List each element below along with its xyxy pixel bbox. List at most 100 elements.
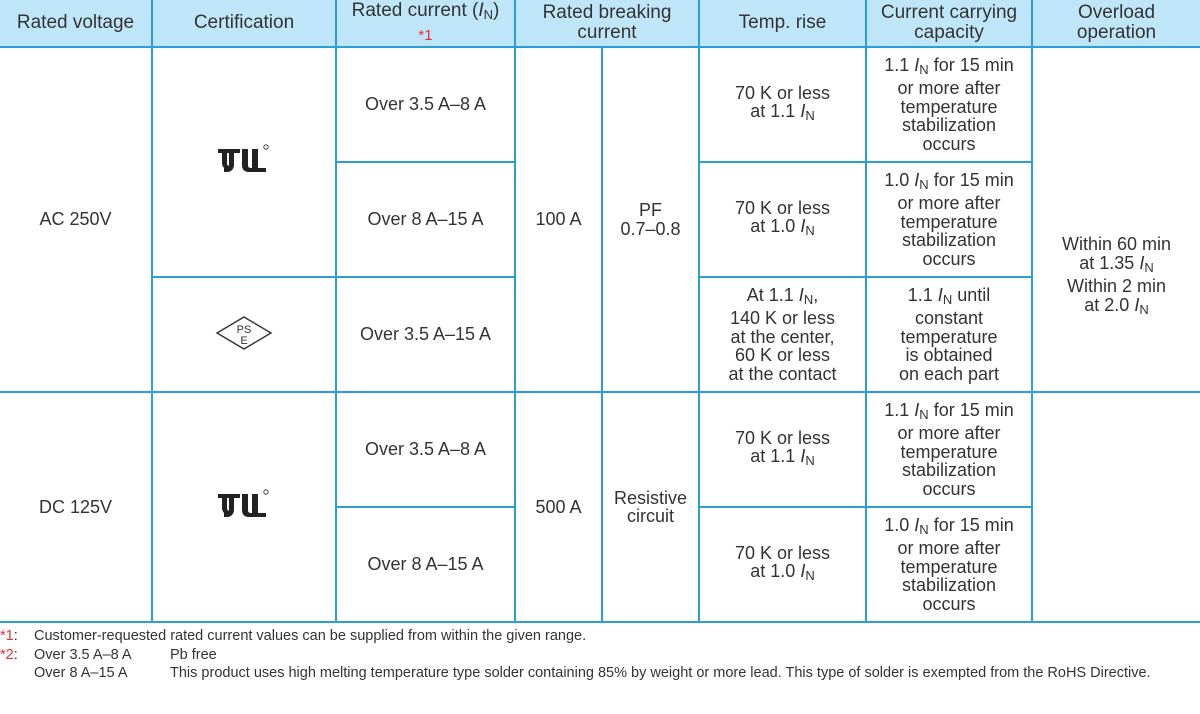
symbol-n: N xyxy=(919,61,929,77)
header-rated-current-symbol: I xyxy=(478,0,484,21)
footnote-2-text-1: Pb free xyxy=(170,646,217,663)
symbol-n: N xyxy=(919,176,929,192)
footnote-2-sep: : xyxy=(13,646,18,663)
symbol-i: I xyxy=(800,561,806,581)
rated-current-cell: Over 8 A–15 A xyxy=(336,161,516,278)
ccc-line1-suffix: for 15 min xyxy=(928,514,1014,535)
footnote-1-mark-text: *1 xyxy=(0,628,14,644)
dc-voltage: DC 125V xyxy=(38,496,113,517)
pse-mark-icon: PS E xyxy=(215,315,273,350)
ccc-line4: stabilization xyxy=(901,575,997,596)
symbol-i: I xyxy=(800,446,806,466)
symbol-i: I xyxy=(914,54,920,75)
ac-breaking-condition-line2: 0.7–0.8 xyxy=(620,218,681,239)
temp-rise-line1-suffix: , xyxy=(813,284,819,305)
pse-mark-bottom-text: E xyxy=(240,335,247,347)
dc-breaking-condition-line1: Resistive xyxy=(613,487,688,508)
symbol-i: I xyxy=(914,514,920,535)
footnote-1-text: Customer-requested rated current values … xyxy=(34,628,587,644)
ccc-line5: occurs xyxy=(922,248,976,269)
rated-current-cell: Over 3.5 A–15 A xyxy=(335,276,516,393)
temp-rise-line2: at 1.0 xyxy=(750,216,801,236)
ccc-line2: or more after xyxy=(897,78,1001,99)
ccc-line4: stabilization xyxy=(901,460,997,481)
ac-breaking-condition-cell: PF 0.7–0.8 xyxy=(601,46,700,393)
ccc-line1: 1.1 xyxy=(884,399,915,420)
ccc-line1-suffix: for 15 min xyxy=(928,54,1014,75)
temp-rise-line1: 70 K or less xyxy=(734,197,831,218)
table-row: DC 125V Over 3.5 A–8 A 500 A Resistive c… xyxy=(0,391,1200,623)
symbol-n: N xyxy=(1139,301,1149,317)
pse-mark-top-text: PS xyxy=(237,324,252,336)
header-temp-rise-label: Temp. rise xyxy=(738,12,827,33)
temp-rise-line1: 70 K or less xyxy=(734,427,831,448)
footnote-2-range-1: Over 3.5 A–8 A xyxy=(34,646,132,663)
temp-rise-line5: at the contact xyxy=(728,363,837,384)
ccc-line4: stabilization xyxy=(901,115,997,136)
overload-line2: at 1.35 xyxy=(1079,252,1140,273)
ac-breaking-current: 100 A xyxy=(535,209,582,230)
temp-rise-line1: At 1.1 xyxy=(746,284,799,305)
ac-voltage: AC 250V xyxy=(39,209,112,230)
ccc-line1: 1.1 xyxy=(907,284,938,305)
footnote-2-range-2: Over 8 A–15 A xyxy=(34,665,128,681)
header-certification: Certification xyxy=(151,0,337,48)
symbol-n: N xyxy=(805,223,815,238)
ccc-line5: occurs xyxy=(922,478,976,499)
temp-rise-cell: 70 K or less at 1.0 IN xyxy=(698,506,867,623)
header-current-carrying-capacity: Current carrying capacity xyxy=(865,0,1033,48)
symbol-i: I xyxy=(914,399,920,420)
dc-overload-cell xyxy=(1031,391,1200,623)
ccc-line1-suffix: for 15 min xyxy=(928,399,1014,420)
table-row: PS E Over 3.5 A–15 A At 1.1 IN, 140 K or… xyxy=(0,276,1200,393)
rated-current-cell: Over 8 A–15 A xyxy=(336,506,516,623)
symbol-i: I xyxy=(937,284,943,305)
ccc-line2: or more after xyxy=(897,423,1001,444)
header-certification-label: Certification xyxy=(193,12,295,33)
rated-current-cell: Over 3.5 A–8 A xyxy=(335,46,516,163)
header-rated-voltage-label: Rated voltage xyxy=(16,12,135,33)
header-rated-breaking-current-label: Rated breaking current xyxy=(542,2,672,43)
ccc-cell: 1.1 IN for 15 min or more after temperat… xyxy=(865,391,1033,508)
header-rated-current-label: Rated current ( xyxy=(351,0,479,21)
ccc-line1: 1.0 xyxy=(884,169,915,190)
ul-recognized-mark-icon xyxy=(218,489,269,518)
ac-pse-cell: PS E xyxy=(152,276,337,393)
symbol-i: I xyxy=(914,169,920,190)
ccc-line5: on each part xyxy=(898,363,1000,384)
header-rated-current-suffix: ) xyxy=(493,0,500,21)
temp-rise-line2: 140 K or less xyxy=(729,308,836,329)
footnote-2-indent xyxy=(0,664,34,683)
temp-rise-line4: 60 K or less xyxy=(734,345,831,366)
dc-breaking-current: 500 A xyxy=(535,496,582,517)
temp-rise-cell: 70 K or less at 1.1 IN xyxy=(698,46,867,163)
footnote-1-mark: *1: xyxy=(0,627,34,646)
ac-breaking-current-cell: 100 A xyxy=(514,46,603,393)
header-note-ref: *1 xyxy=(418,26,433,44)
dc-breaking-condition-cell: Resistive circuit xyxy=(601,391,700,623)
overload-cell: Within 60 min at 1.35 IN Within 2 min at… xyxy=(1031,46,1200,393)
dc-ul-cell xyxy=(151,391,337,623)
rated-current-value: Over 8 A–15 A xyxy=(367,209,484,230)
symbol-i: I xyxy=(1134,294,1140,315)
dc-breaking-current-cell: 500 A xyxy=(514,391,603,623)
ccc-line2: or more after xyxy=(897,193,1001,214)
symbol-i: I xyxy=(1139,252,1145,273)
ccc-cell: 1.0 IN for 15 min or more after temperat… xyxy=(865,161,1032,278)
footnote-2-mark-text: *2 xyxy=(0,646,14,663)
table-row: Over 8 A–15 A 70 K or less at 1.0 IN 1.0… xyxy=(0,506,1200,623)
footnote-2-row-1: *2: Over 3.5 A–8 A Pb free xyxy=(0,646,1200,665)
footnote-2-mark: *2: xyxy=(0,646,34,665)
ccc-line3: temperature xyxy=(900,326,998,347)
header-rated-current-subscript: N xyxy=(483,6,494,22)
symbol-n: N xyxy=(805,453,815,468)
temp-rise-line3: at the center, xyxy=(730,326,835,347)
header-row: Rated voltage Certification Rated curren… xyxy=(0,0,1200,48)
ccc-line2: or more after xyxy=(897,538,1001,559)
symbol-n: N xyxy=(1144,259,1154,275)
header-ccc-label: Current carrying capacity xyxy=(880,2,1018,43)
symbol-n: N xyxy=(805,108,815,123)
ccc-cell: 1.1 IN until constant temperature is obt… xyxy=(865,276,1032,393)
header-rated-breaking-current: Rated breaking current xyxy=(514,0,700,48)
footnote-2-row-2: Over 8 A–15 A This product uses high mel… xyxy=(0,664,1200,683)
